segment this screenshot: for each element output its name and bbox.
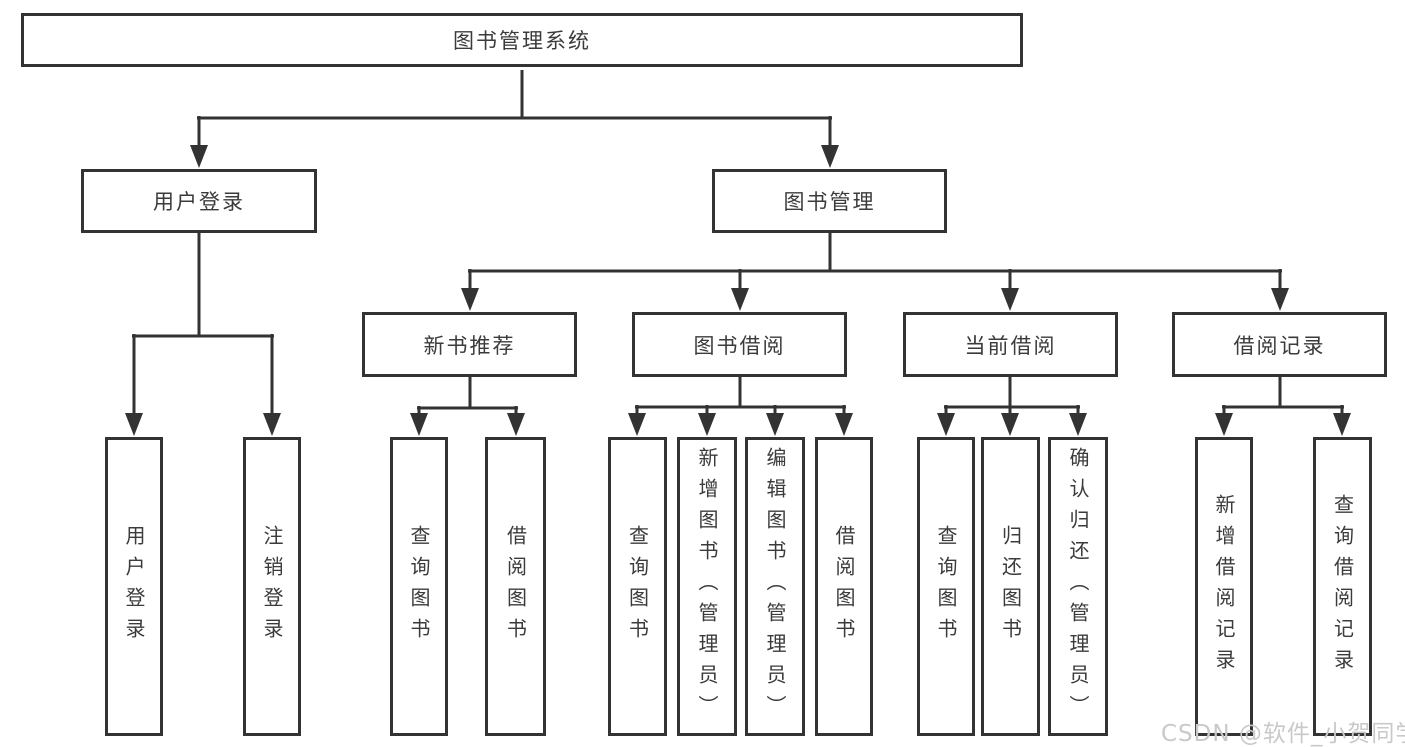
node-root-label: 图书管理系统 [453, 29, 591, 53]
leaf-add-borrow-record: 新增借阅记录 [1195, 437, 1253, 736]
leaf-add-borrow-record-label: 新增借阅记录 [1212, 493, 1236, 680]
arrow-down-icon [937, 413, 955, 436]
arrow-down-icon [628, 413, 646, 436]
arrow-down-icon [461, 288, 479, 311]
node-user-login-label: 用户登录 [153, 190, 245, 214]
node-book-management-label: 图书管理 [783, 190, 876, 214]
leaf-confirm-return-admin: 确认归还（管理员） [1048, 437, 1108, 736]
leaf-borrow-books-2: 借阅图书 [815, 437, 873, 736]
node-current-borrow-label: 当前借阅 [964, 333, 1057, 358]
node-borrow-records: 借阅记录 [1172, 312, 1387, 377]
arrow-down-icon [731, 288, 749, 311]
node-new-book-recommend-label: 新书推荐 [423, 333, 516, 358]
leaf-query-borrow-record-label: 查询借阅记录 [1330, 493, 1355, 680]
node-current-borrow: 当前借阅 [903, 312, 1118, 377]
node-new-book-recommend: 新书推荐 [362, 312, 577, 377]
leaf-return-book: 归还图书 [981, 437, 1040, 736]
leaf-query-books-3: 查询图书 [917, 437, 975, 736]
leaf-add-book-admin-label: 新增图书（管理员） [695, 447, 719, 726]
arrow-down-icon [1069, 413, 1087, 436]
arrow-down-icon [125, 413, 143, 436]
node-book-borrow: 图书借阅 [632, 312, 847, 377]
leaf-edit-book-admin-label: 编辑图书（管理员） [763, 447, 787, 726]
node-book-borrow-label: 图书借阅 [693, 333, 786, 358]
leaf-query-books-3-label: 查询图书 [934, 524, 958, 649]
leaf-return-book-label: 归还图书 [998, 524, 1023, 649]
arrow-down-icon [263, 413, 281, 436]
leaf-borrow-books-1: 借阅图书 [485, 437, 546, 736]
arrow-down-icon [410, 413, 428, 436]
leaf-query-borrow-record: 查询借阅记录 [1313, 437, 1372, 736]
arrow-down-icon [1001, 413, 1019, 436]
node-root: 图书管理系统 [21, 13, 1023, 67]
arrow-down-icon [1215, 413, 1233, 436]
leaf-logout: 注销登录 [243, 437, 301, 736]
leaf-confirm-return-admin-label: 确认归还（管理员） [1066, 447, 1090, 726]
leaf-query-books-1: 查询图书 [390, 437, 448, 736]
arrow-down-icon [1271, 288, 1289, 311]
node-book-management: 图书管理 [712, 169, 947, 233]
leaf-query-books-1-label: 查询图书 [407, 524, 431, 649]
node-user-login: 用户登录 [81, 169, 317, 233]
leaf-user-login-label: 用户登录 [122, 524, 146, 649]
watermark: CSDN @软件_小贺同学 [1161, 721, 1405, 747]
leaf-edit-book-admin: 编辑图书（管理员） [745, 437, 805, 736]
leaf-borrow-books-2-label: 借阅图书 [832, 524, 856, 649]
leaf-borrow-books-1-label: 借阅图书 [503, 524, 528, 649]
arrow-down-icon [190, 145, 208, 168]
arrow-down-icon [1001, 288, 1019, 311]
node-borrow-records-label: 借阅记录 [1233, 333, 1326, 358]
leaf-query-books-2-label: 查询图书 [625, 524, 650, 649]
leaf-add-book-admin: 新增图书（管理员） [677, 437, 737, 736]
arrow-down-icon [507, 413, 525, 436]
arrow-down-icon [835, 413, 853, 436]
leaf-query-books-2: 查询图书 [608, 437, 667, 736]
arrow-down-icon [1333, 413, 1351, 436]
arrow-down-icon [821, 145, 839, 168]
leaf-user-login: 用户登录 [105, 437, 163, 736]
arrow-down-icon [698, 413, 716, 436]
arrow-down-icon [766, 413, 784, 436]
leaf-logout-label: 注销登录 [260, 524, 284, 649]
